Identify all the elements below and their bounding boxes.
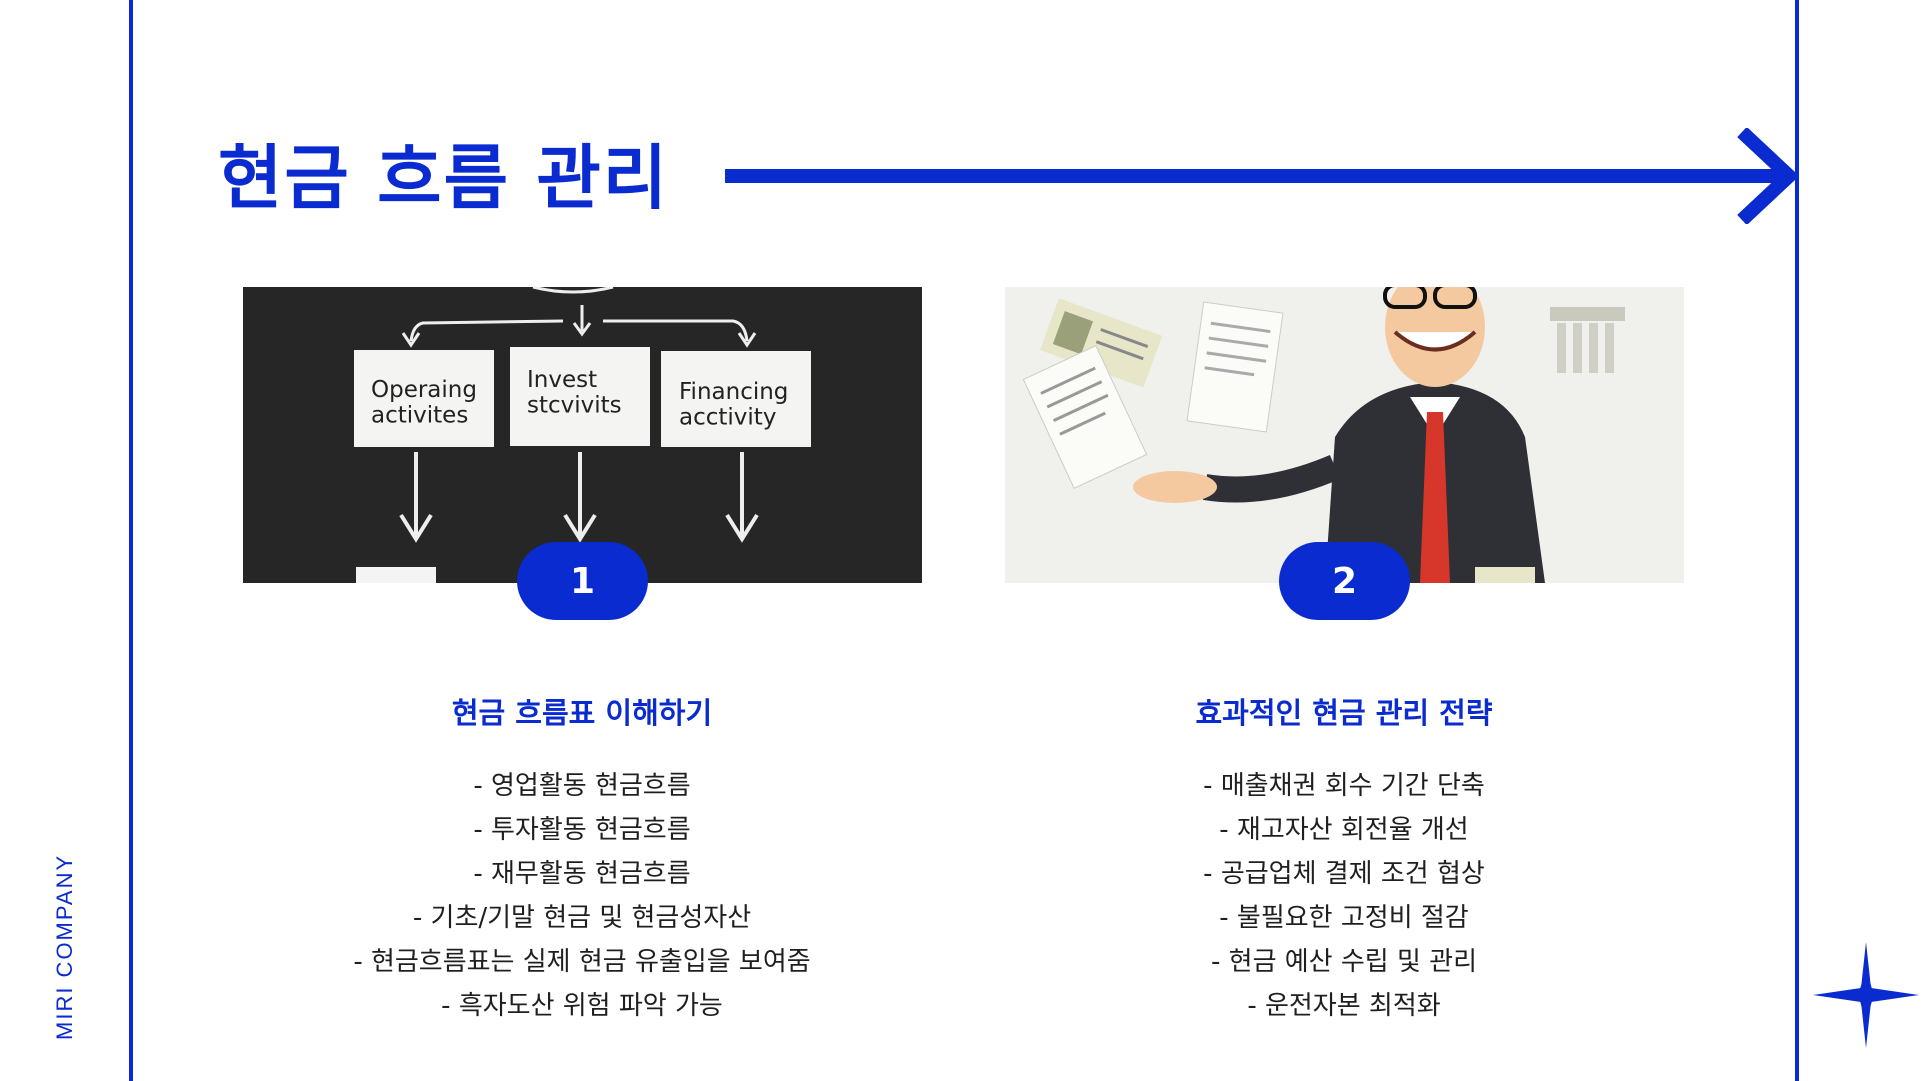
list-item: - 운전자본 최적화 [1247,991,1441,1021]
brand-label: MIRI COMPANY [52,853,77,1040]
bullet-list: - 영업활동 현금흐름 - 투자활동 현금흐름 - 재무활동 현금흐름 - 기초… [202,764,962,1028]
sparkle-icon [1813,942,1919,1048]
section-heading: 현금 흐름표 이해하기 [451,696,713,730]
right-vertical-line [1795,0,1799,1081]
list-item: - 재고자산 회전율 개선 [1219,815,1469,845]
list-item: - 재무활동 현금흐름 [473,859,691,889]
list-item: - 기초/기말 현금 및 현금성자산 [412,903,752,933]
businessman-illustration-image [1005,287,1684,583]
step-badge-1: 1 [517,542,648,620]
list-item: - 매출채권 회수 기간 단축 [1203,771,1485,801]
list-item: - 불필요한 고정비 절감 [1219,903,1469,933]
section-cash-flow-statement: 현금 흐름표 이해하기 - 영업활동 현금흐름 - 투자활동 현금흐름 - 재무… [202,690,962,1028]
arrow-right-icon [725,128,1797,224]
list-item: - 영업활동 현금흐름 [473,771,691,801]
page-title: 현금 흐름 관리 [218,137,670,219]
list-item: - 흑자도산 위험 파악 가능 [441,991,723,1021]
section-cash-management-strategy: 효과적인 현금 관리 전략 - 매출채권 회수 기간 단축 - 재고자산 회전율… [964,690,1724,1028]
bullet-list: - 매출채권 회수 기간 단축 - 재고자산 회전율 개선 - 공급업체 결제 … [964,764,1724,1028]
list-item: - 공급업체 결제 조건 협상 [1203,859,1485,889]
section-heading: 효과적인 현금 관리 전략 [1195,696,1493,730]
list-item: - 현금 예산 수립 및 관리 [1211,947,1477,977]
list-item: - 현금흐름표는 실제 현금 유출입을 보여줌 [353,947,811,977]
list-item: - 투자활동 현금흐름 [473,815,691,845]
step-badge-2: 2 [1279,542,1410,620]
left-vertical-line [129,0,133,1081]
